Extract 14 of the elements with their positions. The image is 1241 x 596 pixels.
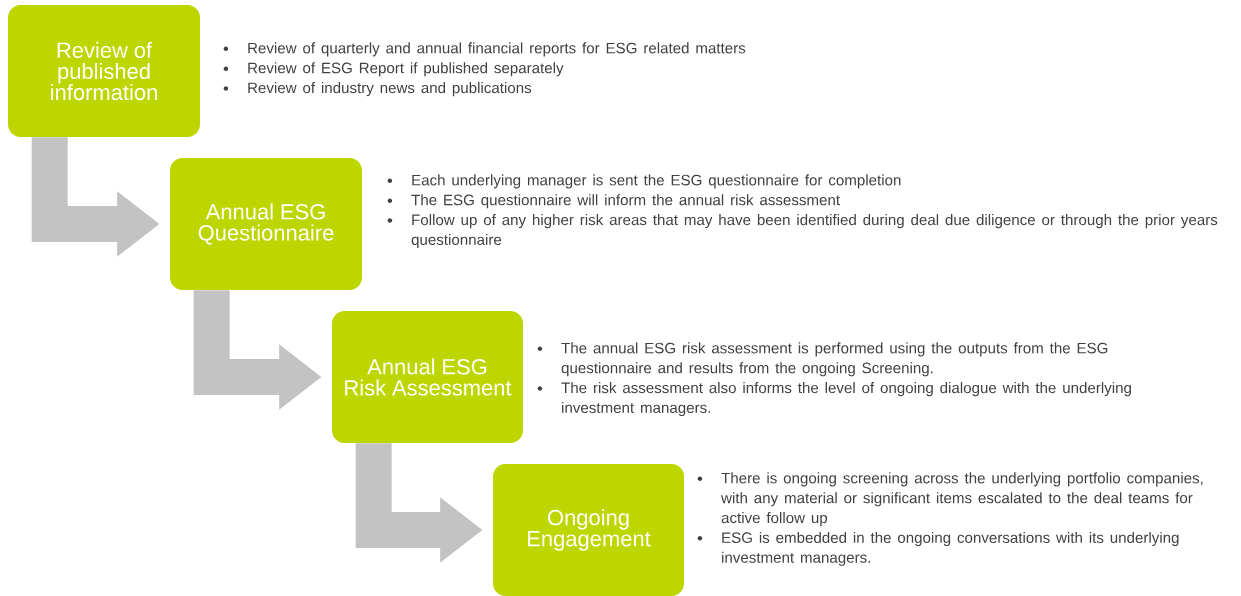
bullet-text: ESG is embedded in the ongoing conversations with its underlying investment managers. — [722, 531, 1179, 566]
bullet-text: The annual ESG risk assessment is performed using the outputs from the ESG questionnaire and results from the ongoing Screening. — [561, 342, 1108, 377]
bullet-text: Review of ESG Report if published separately — [248, 62, 564, 77]
step-box: Review of published information — [8, 5, 200, 137]
step-box: Annual ESG Risk Assessment — [332, 311, 523, 443]
bullet-text: The ESG questionnaire will inform the annual risk assessment — [411, 194, 840, 209]
bullet-text: Review of industry news and publications — [248, 82, 532, 97]
bullet-text: There is ongoing screening across the underlying portfolio companies, with any material or significant items escalated to the deal teams for active follow up — [721, 472, 1203, 527]
bullet-text: Each underlying manager is sent the ESG questionnaire for completion — [412, 174, 901, 189]
bullet-text: The risk assessment also informs the level of ongoing dialogue with the underlying investment managers. — [561, 382, 1131, 416]
step-box: Ongoing Engagement — [493, 464, 684, 596]
step-box: Annual ESG Questionnaire — [170, 158, 362, 290]
bullet-text: Follow up of any higher risk areas that may have been identified during deal due diligence or through the prior years questionnaire — [411, 214, 1218, 248]
bullet-text: Review of quarterly and annual financial reports for ESG related matters — [248, 42, 746, 57]
